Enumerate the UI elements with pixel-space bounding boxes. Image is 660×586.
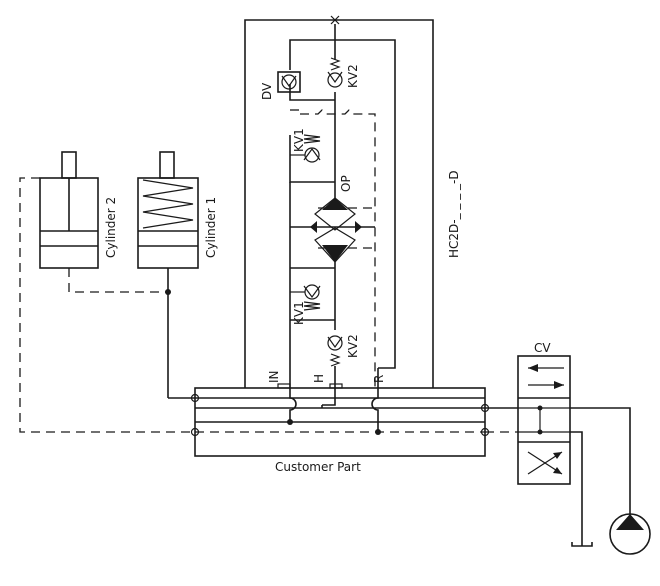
cylinder1-label: Cylinder 1 — [204, 197, 218, 258]
kv1-bottom-check-valve — [290, 284, 321, 311]
cylinder2-label: Cylinder 2 — [104, 197, 118, 258]
kv1-top-label: KV1 — [292, 128, 306, 152]
pilot-lines — [290, 109, 376, 388]
port-stubs — [277, 368, 379, 432]
kv2-top-label: KV2 — [346, 64, 360, 88]
op-label: OP — [339, 175, 353, 192]
supply-lines — [485, 407, 631, 547]
kv2-top-check-valve — [327, 57, 343, 88]
manifold-junctions — [190, 393, 490, 437]
kv1-top-check-valve — [290, 134, 321, 163]
port-r-label: R — [372, 375, 386, 383]
hc2d-block — [244, 19, 434, 388]
kv1-bottom-label: KV1 — [292, 301, 306, 325]
dv-label: DV — [260, 82, 274, 100]
cylinder-2 — [39, 151, 99, 269]
customer-part — [194, 387, 486, 457]
cv-label: CV — [534, 341, 551, 355]
cv-valve — [517, 355, 571, 485]
port-h-label: H — [312, 374, 326, 383]
customer-part-label: Customer Part — [275, 460, 361, 474]
hc2d-label: HC2D-_ _ _ _-D — [447, 170, 461, 258]
cylinder-1 — [137, 151, 199, 269]
kv2-bottom-label: KV2 — [346, 334, 360, 358]
pump-icon — [609, 513, 651, 555]
port-in-label: IN — [267, 370, 281, 383]
op-valve — [310, 197, 362, 263]
kv2-bottom-check-valve — [327, 335, 343, 367]
junction-dot — [165, 289, 171, 295]
dv-valve — [277, 71, 301, 93]
vent-plug-icon — [330, 15, 340, 25]
